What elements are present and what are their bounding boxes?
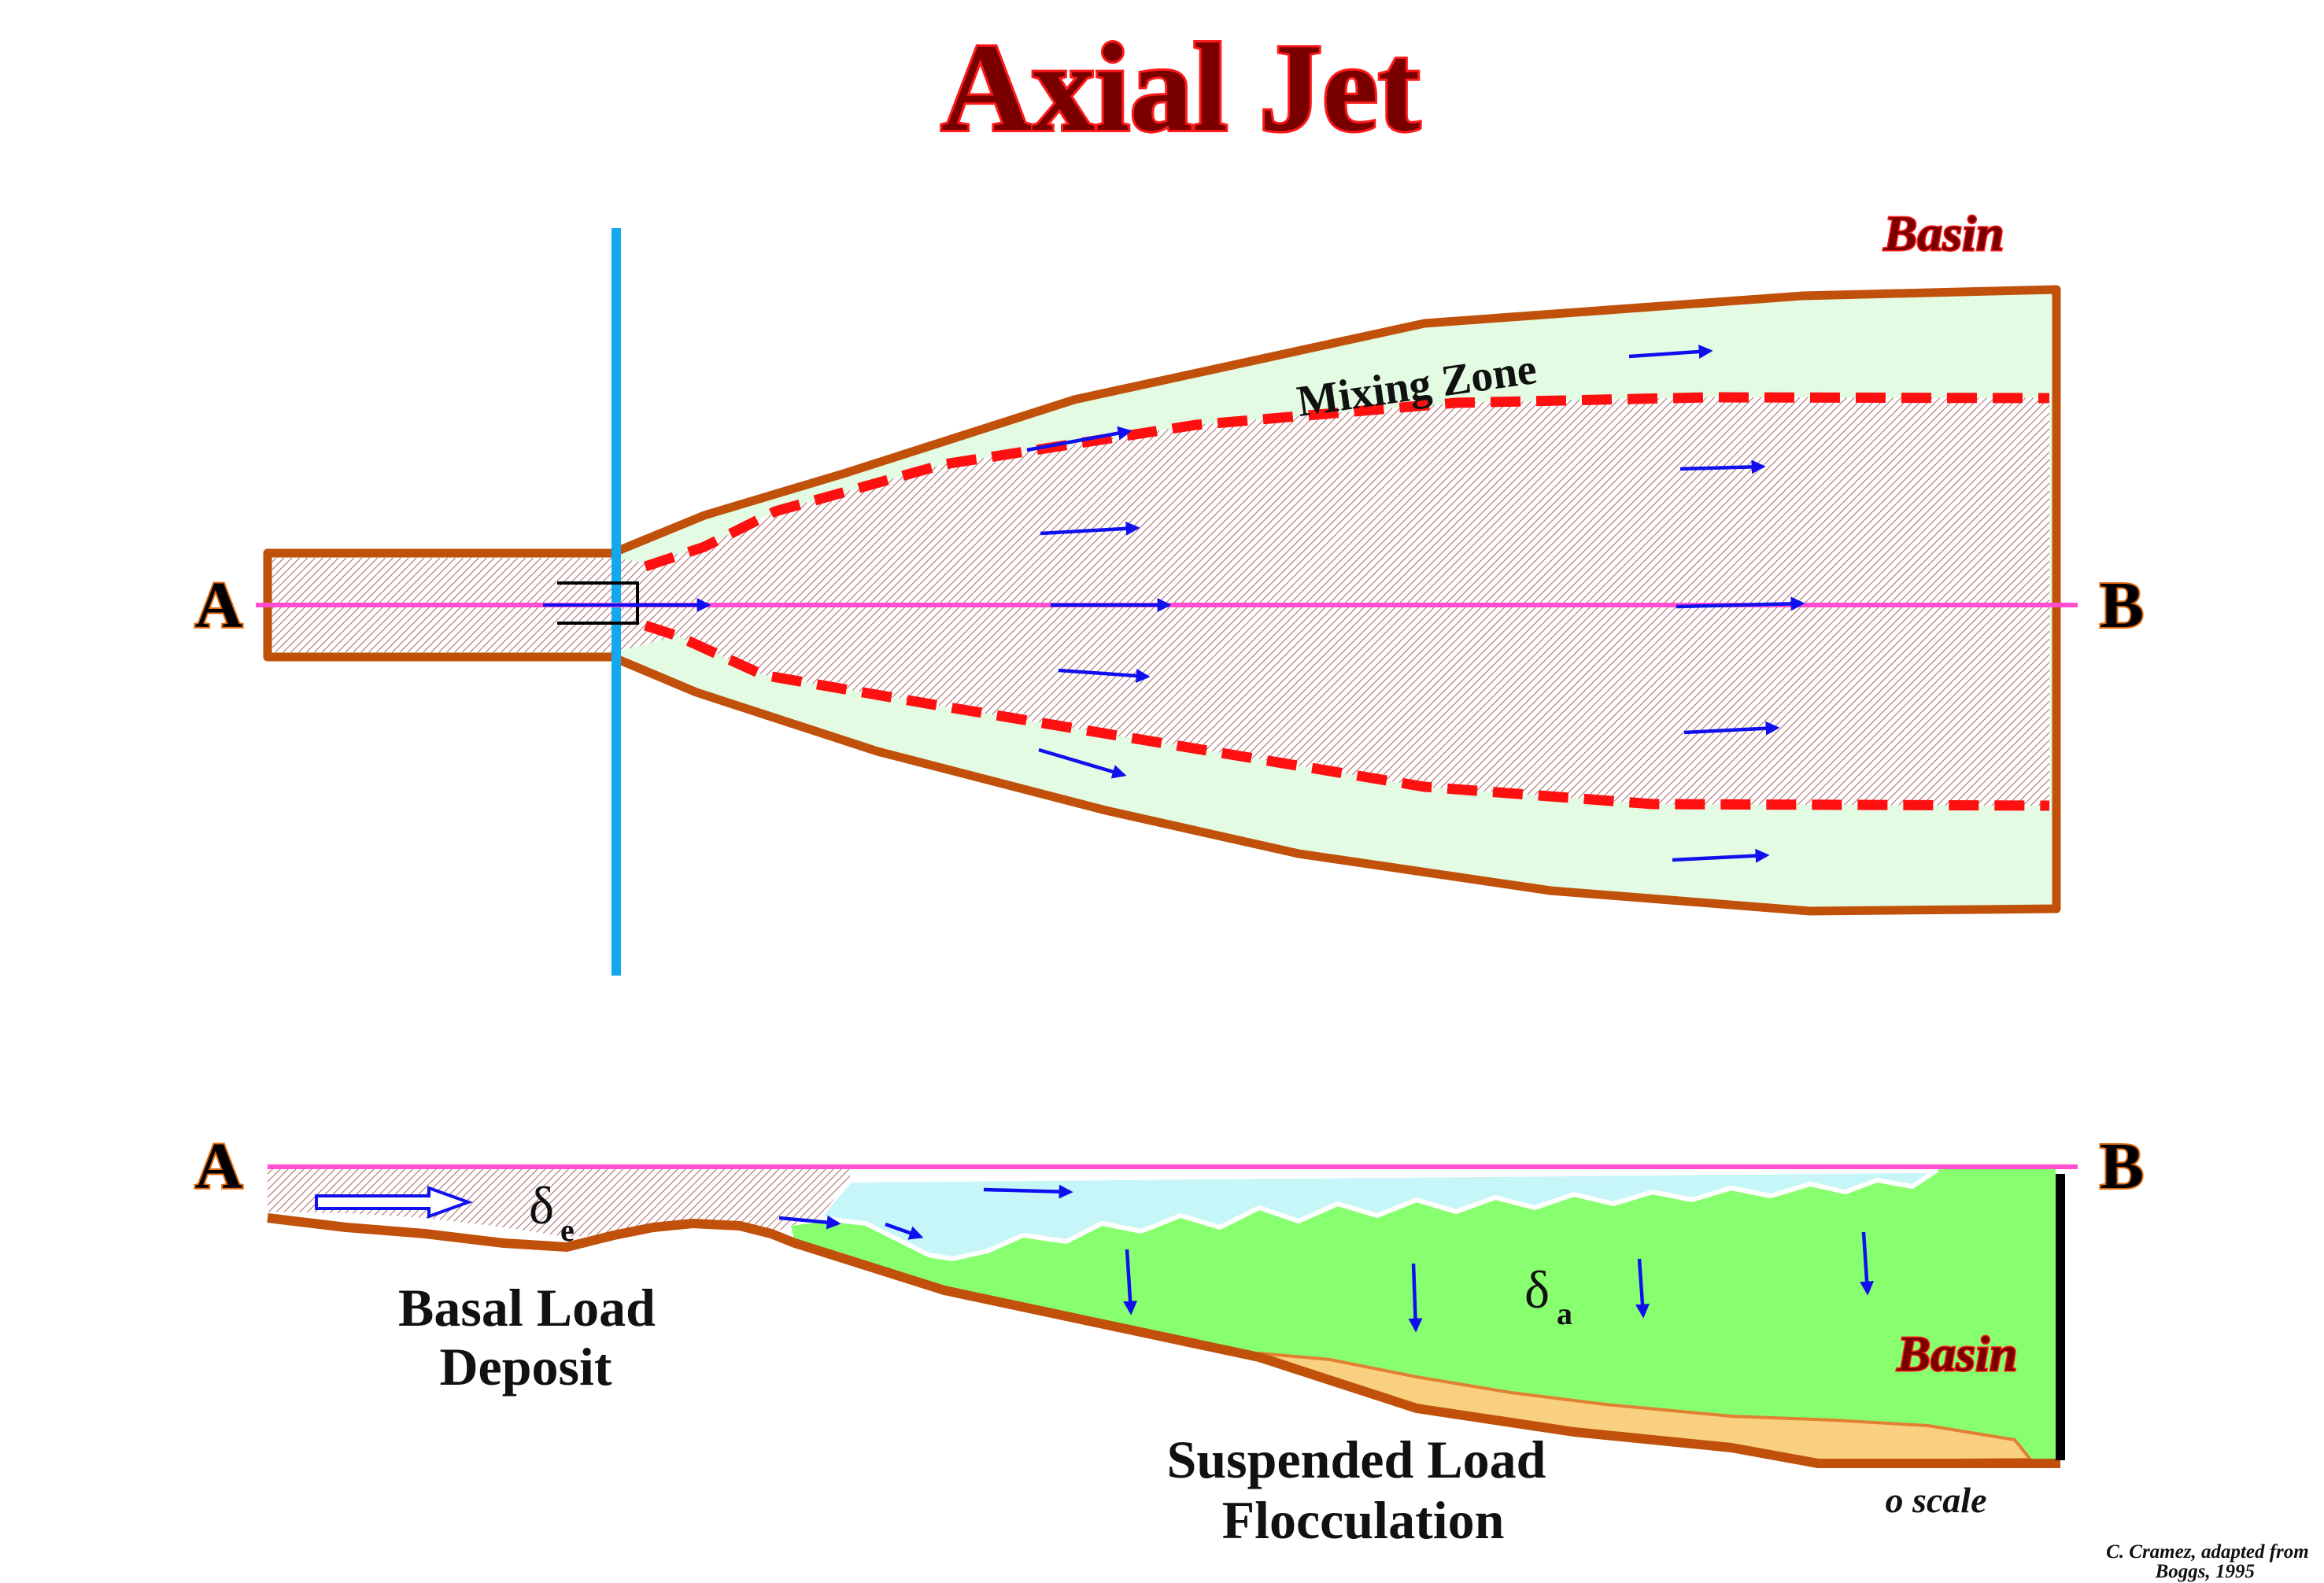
section-point-b-label: B: [2100, 1130, 2144, 1203]
turbid-surface-plume: [816, 1168, 1938, 1261]
delta-e-label: δ e: [529, 1175, 575, 1248]
delta-e-symbol: δ: [529, 1175, 554, 1235]
flow-arrow: [778, 1215, 841, 1230]
credit-text: C. Cramez, adapted from Boggs, 1995: [2106, 1541, 2314, 1582]
flow-arrows: [630, 344, 1805, 863]
credit-line-2: Boggs, 1995: [2155, 1561, 2255, 1582]
delta-e-subscript: e: [560, 1212, 575, 1248]
cross-section-view: A B δ e δ a Basal Load Deposit Suspended…: [194, 1128, 2145, 1550]
delta-a-subscript: a: [1557, 1296, 1572, 1331]
settling-arrow: [1408, 1263, 1423, 1333]
basal-load-label: Basal Load Deposit: [398, 1278, 669, 1397]
section-basin-label: Basin: [1897, 1326, 2018, 1382]
suspended-load-line-2: Flocculation: [1222, 1490, 1505, 1550]
basal-flow-hollow-arrow: [315, 1186, 473, 1219]
flow-arrow: [1040, 521, 1140, 536]
river-mouth-bracket: [557, 581, 639, 625]
suspended-load-label: Suspended Load Flocculation: [1167, 1430, 1560, 1550]
diagram-title: Axial Jet: [941, 17, 1421, 157]
mixing-zone-boundary-upper: [643, 392, 2050, 572]
flow-arrow: [885, 1222, 924, 1240]
flow-arrow: [1683, 721, 1780, 736]
flow-arrow: [1038, 747, 1127, 779]
flow-arrow: [1679, 459, 1766, 474]
section-arrows: [778, 1184, 1875, 1333]
plan-view: A B Basin Mixing Zone: [194, 205, 2145, 976]
settling-arrow: [1123, 1249, 1138, 1315]
section-point-a-label: A: [195, 1130, 243, 1203]
delta-a-symbol: δ: [1524, 1260, 1550, 1319]
plan-basin-label: Basin: [1883, 205, 2004, 261]
delta-a-label: δ a: [1524, 1260, 1572, 1331]
basal-load-line-2: Deposit: [439, 1337, 611, 1397]
credit-line-1: C. Cramez, adapted from: [2106, 1541, 2309, 1563]
basin-floor: [267, 1213, 2060, 1468]
plan-point-b-label: B: [2100, 569, 2144, 642]
flow-arrow: [1676, 596, 1805, 611]
basal-load-line-1: Basal Load: [398, 1278, 656, 1338]
flow-arrow: [1026, 426, 1132, 452]
flow-arrow: [1058, 668, 1151, 683]
settling-arrow: [1635, 1258, 1650, 1319]
flow-arrow: [983, 1184, 1073, 1199]
mixing-zone-boundary-lower: [643, 620, 2050, 811]
settling-arrow: [1860, 1231, 1875, 1296]
scale-note: o scale: [1885, 1480, 1986, 1520]
section-jet-hatch: [268, 1166, 850, 1237]
basin-water: [791, 1168, 2056, 1465]
flow-arrow: [1672, 848, 1770, 863]
suspended-load-line-1: Suspended Load: [1167, 1430, 1546, 1489]
plan-point-a-label: A: [195, 569, 243, 642]
flow-arrow: [1628, 344, 1713, 359]
